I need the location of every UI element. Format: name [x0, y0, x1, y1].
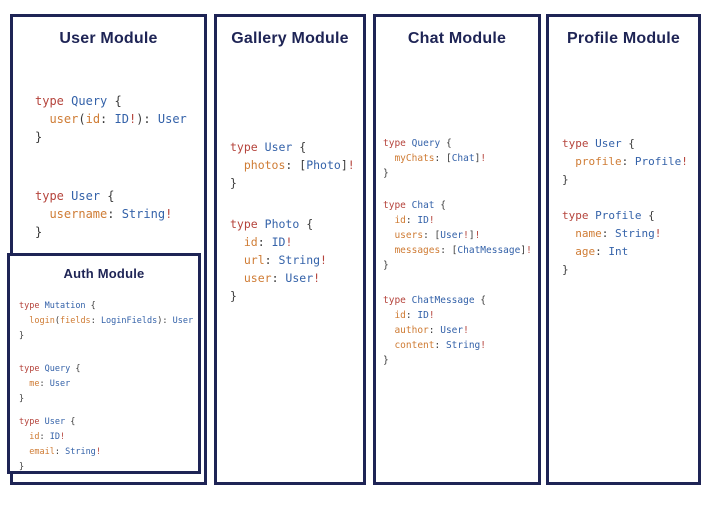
code-line: }: [383, 355, 389, 366]
code-line: }: [35, 130, 43, 144]
gallery-module-panel: Gallery Module type User { photos: [Phot…: [214, 14, 366, 485]
code-line: me: User: [29, 379, 71, 389]
code-line: type User {: [19, 417, 76, 427]
code-line: profile: Profile!: [575, 155, 688, 168]
code-block: type User { id: ID! email: String!}: [19, 415, 101, 475]
code-line: }: [383, 260, 389, 271]
code-line: }: [230, 176, 237, 190]
code-block: type Query { me: User}: [19, 362, 80, 407]
auth-module-code: type Mutation { login(fields: LoginField…: [10, 256, 198, 472]
code-block: type Query { user(id: ID!): User}: [35, 92, 187, 146]
code-line: type User {: [230, 140, 307, 154]
code-line: myChats: [Chat]!: [394, 153, 487, 164]
code-line: }: [230, 289, 237, 303]
code-block: type User { profile: Profile!}: [562, 135, 688, 189]
code-block: type Query { myChats: [Chat]!}: [383, 136, 486, 181]
code-line: age: Int: [575, 245, 629, 258]
code-line: }: [35, 225, 43, 239]
profile-module-panel: Profile Module type User { profile: Prof…: [546, 14, 701, 485]
code-line: type Chat {: [383, 200, 446, 211]
code-block: type User { photos: [Photo]!}: [230, 138, 355, 192]
auth-module-title: Auth Module: [63, 266, 145, 281]
code-line: }: [19, 331, 25, 341]
chat-module-title: Chat Module: [407, 30, 507, 47]
gallery-module-title: Gallery Module: [231, 30, 349, 47]
code-line: author: User!: [394, 325, 469, 336]
code-line: photos: [Photo]!: [243, 158, 355, 172]
code-line: type Query {: [35, 94, 122, 108]
auth-module-panel: Auth Module type Mutation { login(fields…: [7, 253, 201, 474]
code-line: type Query {: [19, 364, 81, 374]
code-line: }: [562, 173, 569, 186]
code-line: messages: [ChatMessage]!: [394, 245, 532, 256]
code-line: id: ID!: [243, 235, 293, 249]
code-line: content: String!: [394, 340, 487, 351]
code-line: id: ID!: [29, 432, 66, 442]
code-line: }: [383, 168, 389, 179]
profile-module-title: Profile Module: [566, 30, 681, 47]
code-block: type Photo { id: ID! url: String! user: …: [230, 215, 327, 305]
code-line: type User {: [35, 189, 115, 203]
code-line: type Mutation {: [19, 301, 96, 311]
chat-module-panel: Chat Module type Query { myChats: [Chat]…: [373, 14, 541, 485]
code-line: id: ID!: [394, 215, 435, 226]
code-line: login(fields: LoginFields): User: [29, 316, 194, 326]
code-line: type User {: [562, 137, 635, 150]
code-line: type Photo {: [230, 217, 314, 231]
code-line: username: String!: [49, 207, 173, 221]
code-block: type ChatMessage { id: ID! author: User!…: [383, 293, 486, 368]
user-module-code: type Query { user(id: ID!): User}type Us…: [13, 17, 204, 482]
code-line: type Profile {: [562, 209, 655, 222]
code-line: user: User!: [243, 271, 321, 285]
user-module-title: User Module: [59, 30, 158, 47]
code-line: }: [562, 263, 569, 276]
code-block: type Profile { name: String! age: Int}: [562, 207, 661, 279]
code-line: }: [19, 462, 25, 472]
gallery-module-code: type User { photos: [Photo]!}type Photo …: [217, 17, 363, 482]
code-block: type Chat { id: ID! users: [User!]! mess…: [383, 198, 532, 273]
code-line: users: [User!]!: [394, 230, 481, 241]
code-block: type User { username: String!}: [35, 187, 172, 241]
code-line: type ChatMessage {: [383, 295, 486, 306]
code-line: url: String!: [243, 253, 327, 267]
profile-module-code: type User { profile: Profile!}type Profi…: [549, 17, 698, 482]
code-line: id: ID!: [394, 310, 435, 321]
code-line: type Query {: [383, 138, 452, 149]
code-line: name: String!: [575, 227, 662, 240]
code-block: type Mutation { login(fields: LoginField…: [19, 299, 193, 344]
code-line: }: [19, 394, 25, 404]
chat-module-code: type Query { myChats: [Chat]!}type Chat …: [376, 17, 538, 482]
code-line: user(id: ID!): User: [49, 112, 187, 126]
code-line: email: String!: [29, 447, 101, 457]
